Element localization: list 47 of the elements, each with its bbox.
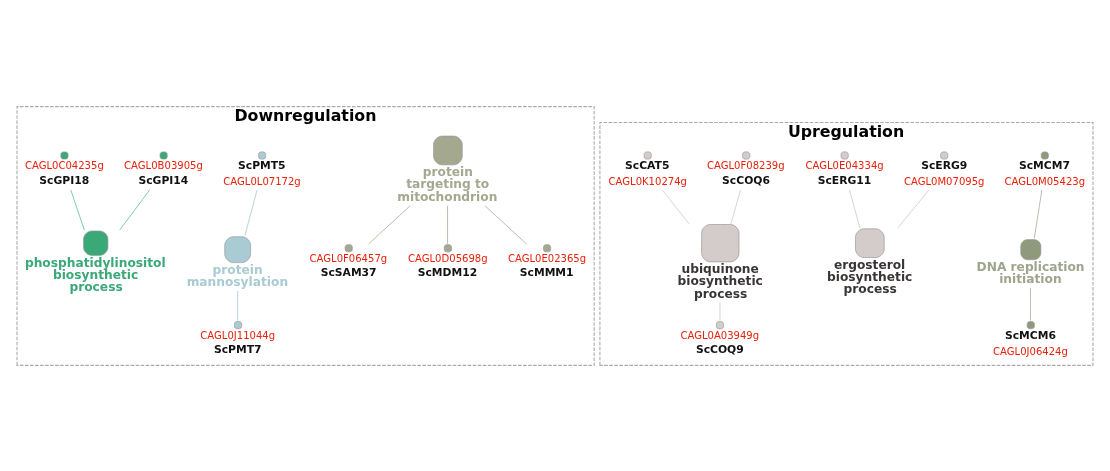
node-label: CAGL0M07095g: [903, 175, 985, 187]
node-label: phosphatidylinositol biosynthetic process: [24, 255, 166, 294]
connector: [368, 204, 411, 244]
node-label: CAGL0E04334g: [805, 159, 884, 171]
connector: [119, 189, 151, 230]
node-label: CAGL0C04235g: [24, 159, 104, 171]
node-label: CAGL0B03905g: [124, 159, 203, 171]
node-label: protein mannosylation: [186, 262, 289, 289]
node-label: ScGPI18: [39, 173, 90, 187]
connector: [70, 189, 85, 230]
node-label: ScMCM7: [1018, 158, 1070, 172]
node-label: CAGL0L07172g: [223, 175, 301, 187]
node-label: ScPMT5: [238, 158, 286, 172]
node-label: ergosterol biosynthetic process: [827, 257, 913, 296]
node-label: ScSAM37: [320, 265, 377, 279]
connector: [447, 204, 448, 244]
connector: [244, 189, 258, 236]
node-label: ScCAT5: [625, 158, 670, 172]
node-label: ScMMM1: [519, 265, 574, 279]
connector: [897, 189, 930, 228]
connector: [484, 204, 527, 244]
node-label: CAGL0D05698g: [408, 252, 488, 264]
node-label: ubiquinone biosynthetic process: [677, 261, 763, 301]
node-label: CAGL0K10274g: [608, 175, 687, 187]
connector: [849, 189, 861, 228]
connector: [730, 189, 741, 224]
node-label: CAGL0J06424g: [993, 345, 1068, 357]
node-label: CAGL0J11044g: [200, 329, 276, 341]
node-label: ScMCM6: [1004, 328, 1056, 342]
node-label: CAGL0A03949g: [680, 329, 760, 341]
connector: [1030, 287, 1031, 321]
node-label: ScMDM12: [417, 265, 478, 279]
node-label: ScGPI14: [138, 173, 189, 187]
connector: [1033, 189, 1043, 239]
node-label: ScERG9: [921, 158, 968, 172]
node-label: CAGL0F08239g: [707, 159, 785, 171]
node-label: DNA replication initiation: [976, 259, 1085, 286]
connector: [661, 189, 690, 224]
node-label: CAGL0F06457g: [309, 252, 388, 264]
node-label: CAGL0M05423g: [1004, 175, 1086, 187]
connector: [237, 290, 239, 321]
node-label: ScPMT7: [213, 342, 262, 356]
node-label: ScCOQ6: [722, 173, 770, 187]
node-label: CAGL0E02365g: [507, 252, 587, 264]
node-label: protein targeting to mitochondrion: [397, 164, 498, 203]
node-label: ScERG11: [817, 173, 872, 187]
node-label: ScCOQ9: [695, 342, 744, 356]
